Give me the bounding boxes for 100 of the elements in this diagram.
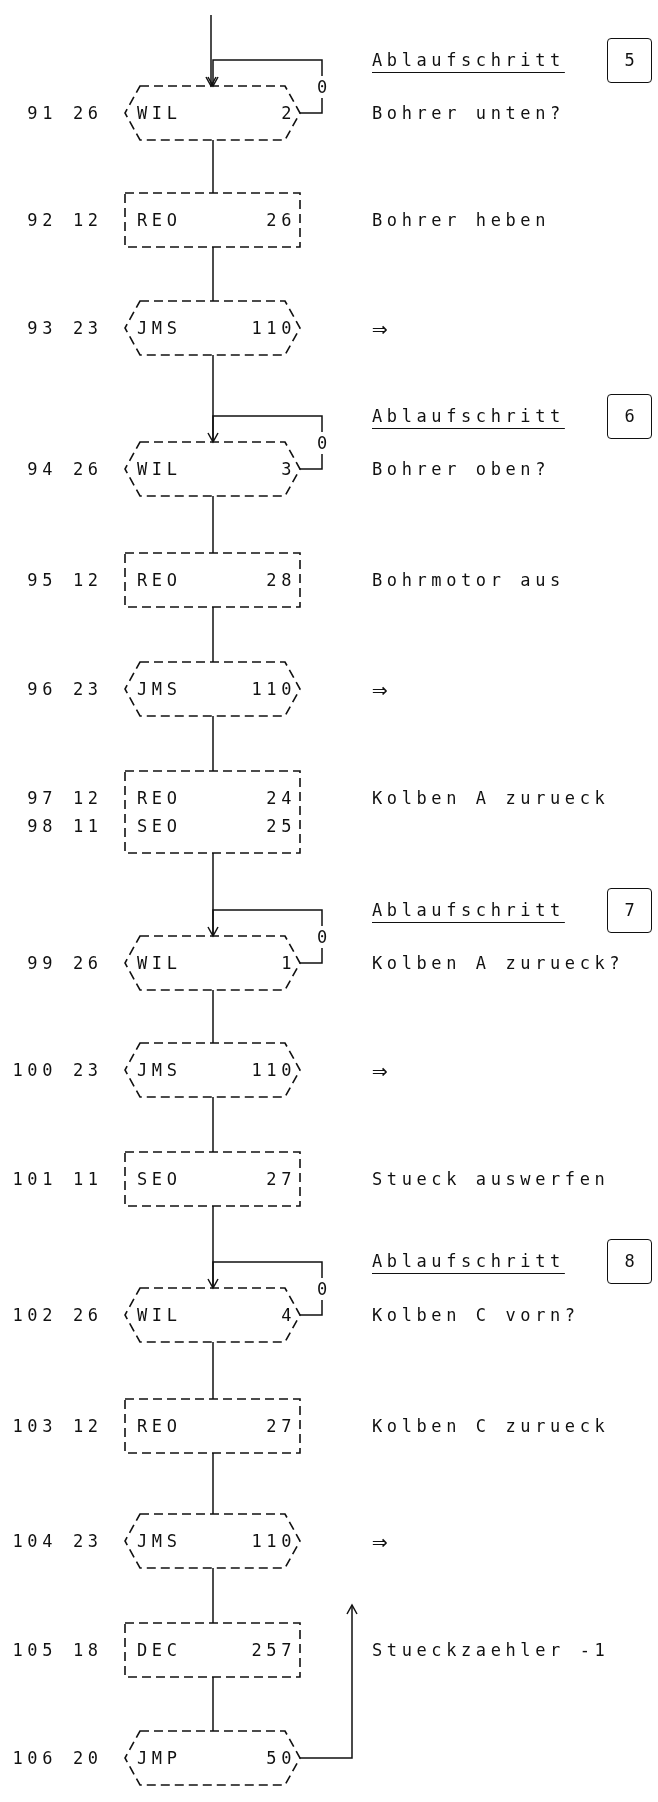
- opcode: REO: [137, 209, 182, 231]
- arrow-symbol: ⇒: [372, 1059, 388, 1081]
- step-number-box: [607, 394, 652, 439]
- instruction-code: 23: [73, 1059, 103, 1081]
- opcode: SEO: [137, 1168, 182, 1190]
- instruction-code: 26: [73, 102, 103, 124]
- connector-line: [212, 495, 214, 554]
- connector-line: [212, 139, 214, 194]
- opcode: DEC: [137, 1639, 182, 1661]
- step-number-box: [607, 888, 652, 933]
- step-number: 7: [623, 899, 636, 921]
- operand: 110: [251, 1059, 296, 1081]
- line-number: 97: [27, 787, 57, 809]
- edge-label: 0: [316, 926, 329, 948]
- edge-label: 0: [316, 1278, 329, 1300]
- step-number: 6: [623, 405, 636, 427]
- step-number: 5: [623, 49, 636, 71]
- connector-line: [212, 606, 214, 663]
- arrow-symbol: ⇒: [372, 1530, 388, 1552]
- operand: 25: [266, 815, 296, 837]
- opcode: WIL: [137, 952, 182, 974]
- connector-line: [212, 1096, 214, 1153]
- operand: 2: [281, 102, 296, 124]
- operand: 24: [266, 787, 296, 809]
- line-number: 98: [27, 815, 57, 837]
- opcode: JMS: [137, 317, 182, 339]
- opcode: JMP: [137, 1747, 182, 1769]
- opcode: WIL: [137, 458, 182, 480]
- arrow: [299, 1604, 358, 1759]
- comment-text: Kolben A zurueck: [372, 787, 610, 809]
- line-number: 106: [12, 1747, 57, 1769]
- operand: 110: [251, 678, 296, 700]
- instruction-code: 12: [73, 569, 103, 591]
- opcode: REO: [137, 787, 182, 809]
- opcode: JMS: [137, 678, 182, 700]
- instruction-code: 23: [73, 678, 103, 700]
- comment-text: Bohrer heben: [372, 209, 551, 231]
- arrow: [205, 14, 217, 87]
- line-number: 99: [27, 952, 57, 974]
- step-heading: Ablaufschritt: [372, 49, 565, 71]
- comment-text: Bohrmotor aus: [372, 569, 565, 591]
- operand: 110: [251, 1530, 296, 1552]
- connector-line: [212, 1341, 214, 1400]
- operand: 4: [281, 1304, 296, 1326]
- step-heading: Ablaufschritt: [372, 899, 565, 921]
- arrow-symbol: ⇒: [372, 317, 388, 339]
- edge-label: 0: [316, 432, 329, 454]
- line-number: 100: [12, 1059, 57, 1081]
- instruction-code: 11: [73, 815, 103, 837]
- connector-line: [212, 1567, 214, 1624]
- step-number-box: [607, 1239, 652, 1284]
- line-number: 102: [12, 1304, 57, 1326]
- opcode: WIL: [137, 1304, 182, 1326]
- instruction-code: 26: [73, 458, 103, 480]
- connector-line: [212, 1676, 214, 1732]
- instruction-code: 12: [73, 209, 103, 231]
- connector-line: [212, 246, 214, 302]
- instruction-code: 12: [73, 1415, 103, 1437]
- instruction-code: 26: [73, 1304, 103, 1326]
- comment-text: Kolben C vorn?: [372, 1304, 580, 1326]
- operand: 26: [266, 209, 296, 231]
- operand: 27: [266, 1168, 296, 1190]
- instruction-code: 11: [73, 1168, 103, 1190]
- opcode: REO: [137, 1415, 182, 1437]
- operand: 257: [251, 1639, 296, 1661]
- instruction-code: 26: [73, 952, 103, 974]
- connector-line: [212, 715, 214, 772]
- connector-line: [212, 989, 214, 1044]
- step-heading: Ablaufschritt: [372, 405, 565, 427]
- opcode: REO: [137, 569, 182, 591]
- operand: 1: [281, 952, 296, 974]
- instruction-code: 20: [73, 1747, 103, 1769]
- line-number: 92: [27, 209, 57, 231]
- opcode: JMS: [137, 1530, 182, 1552]
- comment-text: Kolben C zurueck: [372, 1415, 610, 1437]
- step-heading: Ablaufschritt: [372, 1250, 565, 1272]
- line-number: 91: [27, 102, 57, 124]
- connector-line: [212, 1452, 214, 1515]
- arrow-symbol: ⇒: [372, 678, 388, 700]
- line-number: 104: [12, 1530, 57, 1552]
- arrow: [207, 1261, 323, 1316]
- line-number: 93: [27, 317, 57, 339]
- operand: 3: [281, 458, 296, 480]
- operand: 110: [251, 317, 296, 339]
- instruction-code: 23: [73, 317, 103, 339]
- opcode: SEO: [137, 815, 182, 837]
- instruction-code: 12: [73, 787, 103, 809]
- instruction-code: 23: [73, 1530, 103, 1552]
- comment-text: Bohrer oben?: [372, 458, 551, 480]
- operand: 28: [266, 569, 296, 591]
- line-number: 94: [27, 458, 57, 480]
- instruction-code: 18: [73, 1639, 103, 1661]
- comment-text: Stueckzaehler -1: [372, 1639, 610, 1661]
- line-number: 95: [27, 569, 57, 591]
- opcode: WIL: [137, 102, 182, 124]
- line-number: 96: [27, 678, 57, 700]
- arrow: [207, 59, 323, 114]
- operand: 27: [266, 1415, 296, 1437]
- comment-text: Bohrer unten?: [372, 102, 565, 124]
- edge-label: 0: [316, 76, 329, 98]
